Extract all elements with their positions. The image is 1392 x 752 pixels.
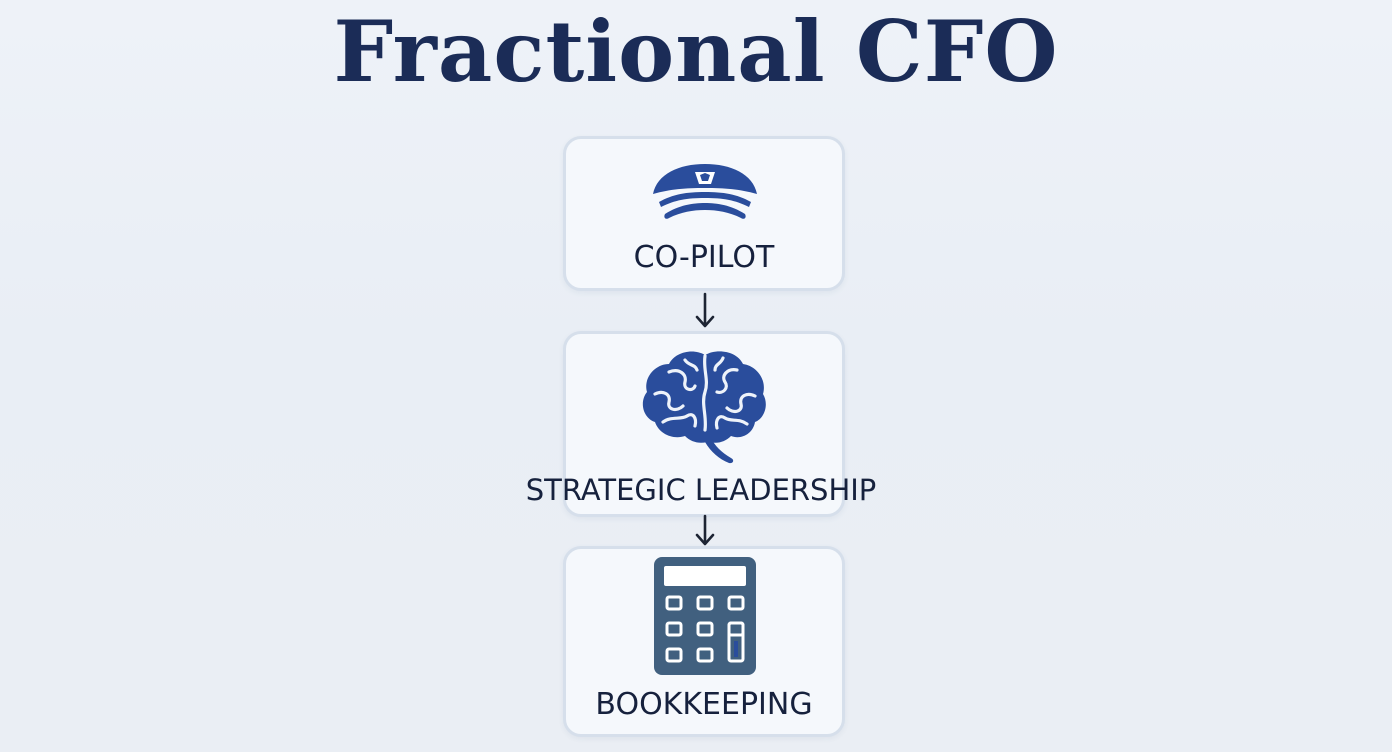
- pilot-hat-icon: [653, 164, 757, 219]
- step-label-co-pilot: CO-PILOT: [633, 240, 775, 275]
- page-title: Fractional CFO: [333, 2, 1059, 101]
- arrow-down-icon: [695, 514, 715, 546]
- calculator-icon: [654, 557, 756, 675]
- step-label-bookkeeping: BOOKKEEPING: [595, 687, 813, 722]
- arrow-down-icon: [695, 292, 715, 328]
- brain-icon: [642, 351, 766, 464]
- step-label-strategic-leadership: STRATEGIC LEADERSHIP: [525, 473, 877, 507]
- step-box-co-pilot: [563, 136, 845, 291]
